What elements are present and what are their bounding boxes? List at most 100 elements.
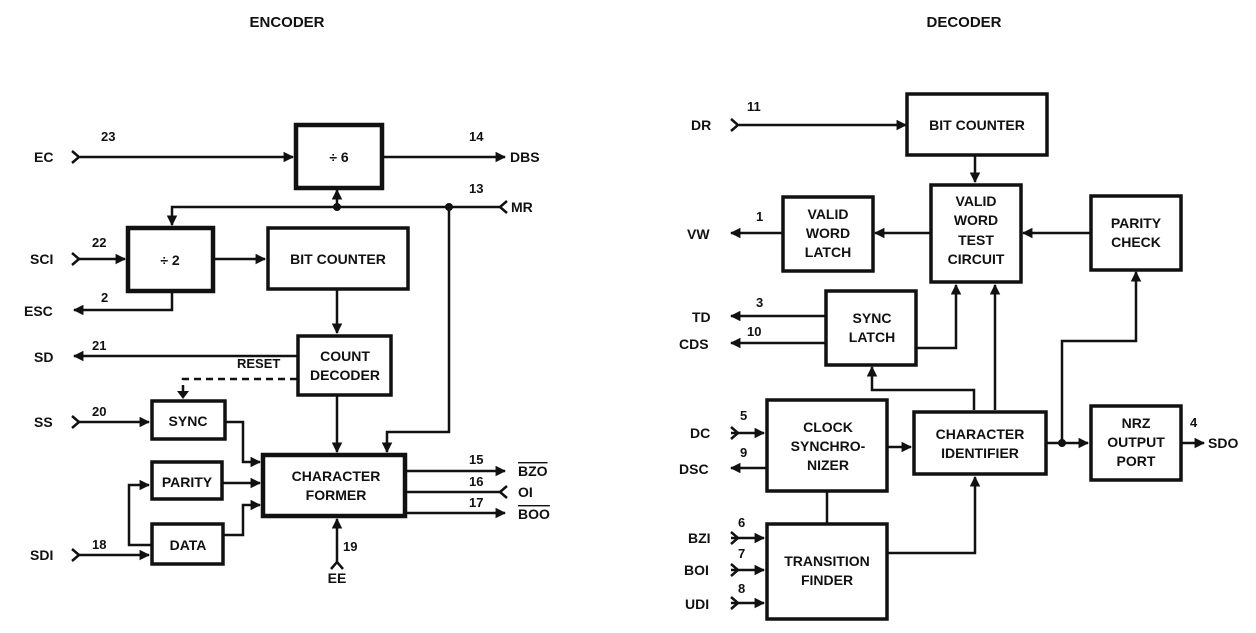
signal-td: TD xyxy=(692,309,711,325)
pin-number: 16 xyxy=(469,474,483,489)
bzi-chevron-icon xyxy=(730,531,740,545)
pin-number: 22 xyxy=(92,235,106,250)
sdi-chevron-icon xyxy=(71,548,81,562)
wire-transition-charident xyxy=(888,475,981,555)
pin-number: 18 xyxy=(92,537,106,552)
wire-paritycheck-feed xyxy=(1060,270,1142,443)
pin-number: 2 xyxy=(101,290,108,305)
svg-text:TEST: TEST xyxy=(958,232,994,248)
pin-number: 17 xyxy=(469,495,483,510)
reset-label: RESET xyxy=(237,356,280,371)
svg-text:OUTPUT: OUTPUT xyxy=(1107,434,1165,450)
block-parity: PARITY xyxy=(150,460,224,501)
ec-chevron-icon xyxy=(71,150,81,164)
wire-data-parity xyxy=(127,479,151,547)
pin-number: 6 xyxy=(738,515,745,530)
svg-text:IDENTIFIER: IDENTIFIER xyxy=(941,445,1019,461)
pin-number: 8 xyxy=(738,581,745,596)
oi-chevron-icon xyxy=(498,485,508,499)
decoder-pin-numbers: 11 1 3 10 5 9 6 7 8 4 xyxy=(738,99,1198,596)
pin-number: 1 xyxy=(756,209,763,224)
svg-text:PORT: PORT xyxy=(1117,453,1156,469)
signal-sdi: SDI xyxy=(30,547,53,563)
block-sync: SYNC xyxy=(150,399,227,441)
signal-ec: EC xyxy=(34,149,53,165)
signal-boo: BOO xyxy=(518,506,550,522)
svg-text:CIRCUIT: CIRCUIT xyxy=(948,251,1005,267)
block-bit-counter: BIT COUNTER xyxy=(266,226,410,291)
block-clock-synchronizer: CLOCK SYNCHRO- NIZER xyxy=(765,398,889,493)
block-character-former: CHARACTER FORMER xyxy=(260,452,408,519)
mr-chevron-icon xyxy=(498,200,508,214)
encoder-title: ENCODER xyxy=(249,14,324,31)
encoder-pin-numbers: 23 14 13 22 2 21 20 18 15 16 17 19 xyxy=(92,129,484,554)
pin-number: 5 xyxy=(740,408,747,423)
svg-text:CHARACTER: CHARACTER xyxy=(292,468,381,484)
svg-text:LATCH: LATCH xyxy=(805,244,851,260)
wire-synclatch-vwtc xyxy=(916,283,962,350)
pin-number: 10 xyxy=(747,324,761,339)
block-parity-check: PARITY CHECK xyxy=(1089,194,1183,272)
svg-text:PARITY: PARITY xyxy=(162,474,213,490)
reset-arrowhead xyxy=(177,391,189,399)
block-valid-word-latch: VALID WORD LATCH xyxy=(781,195,875,273)
pin-number: 11 xyxy=(747,99,761,114)
wire-esc xyxy=(72,292,174,316)
junction-dot xyxy=(445,203,453,211)
signal-boi: BOI xyxy=(684,562,709,578)
signal-udi: UDI xyxy=(685,596,709,612)
encoder-input-chevrons xyxy=(71,150,508,570)
signal-oi: OI xyxy=(518,484,533,500)
svg-text:SYNC: SYNC xyxy=(169,413,208,429)
pin-number: 15 xyxy=(469,452,483,467)
svg-text:BIT COUNTER: BIT COUNTER xyxy=(290,251,386,267)
block-count-decoder: COUNT DECODER xyxy=(296,334,393,397)
svg-text:LATCH: LATCH xyxy=(849,329,895,345)
block-character-identifier: CHARACTER IDENTIFIER xyxy=(912,410,1048,476)
decoder-input-chevrons xyxy=(730,118,740,610)
svg-text:WORD: WORD xyxy=(954,212,998,228)
ss-chevron-icon xyxy=(71,415,81,429)
dc-chevron-icon xyxy=(730,426,740,440)
signal-ee: EE xyxy=(328,570,347,586)
svg-text:CHECK: CHECK xyxy=(1111,234,1161,250)
svg-text:SYNC: SYNC xyxy=(853,310,892,326)
block-transition-finder: TRANSITION FINDER xyxy=(765,522,889,621)
signal-sdo: SDO xyxy=(1208,435,1238,451)
signal-sci: SCI xyxy=(30,251,53,267)
encoder-wires xyxy=(72,151,507,562)
udi-chevron-icon xyxy=(730,596,740,610)
junction-dot xyxy=(333,203,341,211)
signal-cds: CDS xyxy=(679,336,709,352)
decoder-section: DECODER xyxy=(679,14,1238,621)
svg-text:PARITY: PARITY xyxy=(1111,215,1162,231)
pin-number: 7 xyxy=(738,546,745,561)
svg-text:BIT COUNTER: BIT COUNTER xyxy=(929,117,1025,133)
pin-number: 9 xyxy=(740,445,747,460)
pin-number: 23 xyxy=(101,129,115,144)
svg-text:NRZ: NRZ xyxy=(1122,415,1151,431)
svg-text:VALID: VALID xyxy=(956,193,997,209)
svg-text:SYNCHRO-: SYNCHRO- xyxy=(791,438,866,454)
svg-text:CHARACTER: CHARACTER xyxy=(936,426,1025,442)
pin-number: 21 xyxy=(92,338,106,353)
svg-text:DATA: DATA xyxy=(170,537,207,553)
decoder-signal-labels: DR VW TD CDS DC DSC BZI BOI UDI SDO xyxy=(679,117,1238,612)
encoder-signal-labels: EC DBS MR SCI ESC SD SS SDI BZO OI BOO E… xyxy=(24,149,550,586)
wire-reset xyxy=(181,377,297,396)
svg-text:DECODER: DECODER xyxy=(310,367,380,383)
dr-chevron-icon xyxy=(730,118,740,132)
svg-text:NIZER: NIZER xyxy=(807,457,849,473)
junction-dot xyxy=(1058,439,1066,447)
pin-number: 13 xyxy=(469,181,483,196)
boi-chevron-icon xyxy=(730,563,740,577)
signal-dbs: DBS xyxy=(510,149,540,165)
block-sync-latch: SYNC LATCH xyxy=(824,289,918,367)
svg-text:VALID: VALID xyxy=(808,206,849,222)
block-div6: ÷ 6 xyxy=(293,122,385,191)
signal-dr: DR xyxy=(691,117,711,133)
signal-sd: SD xyxy=(34,349,53,365)
signal-esc: ESC xyxy=(24,303,53,319)
wire-mr-bus xyxy=(166,205,500,227)
